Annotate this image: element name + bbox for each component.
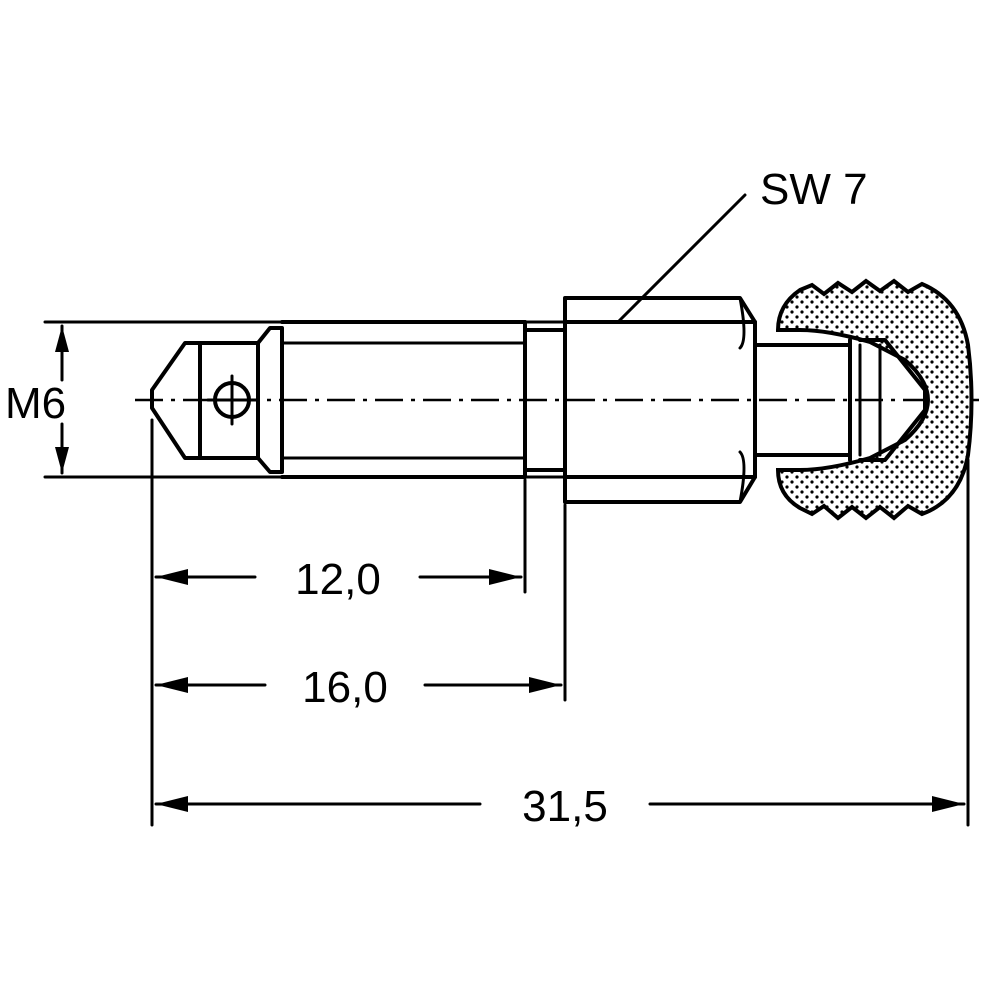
chamfer-ring [256,326,284,474]
dim-thread-length-label: 12,0 [295,555,381,604]
dim-body-length-label: 16,0 [302,663,388,712]
extension-lines [150,418,970,827]
dimension-31-5 [154,796,966,812]
thread-label: M6 [5,379,66,428]
dimension-16 [154,677,563,693]
dim-total-length-label: 31,5 [522,782,608,831]
nipple-tip [858,338,927,462]
neck [753,338,862,462]
wrench-size-label: SW 7 [760,165,868,214]
wrench-size-leader [616,193,747,324]
dimension-12 [154,569,523,585]
threaded-shank [280,320,567,479]
tip-cone [150,341,260,460]
hex-head [563,296,757,504]
